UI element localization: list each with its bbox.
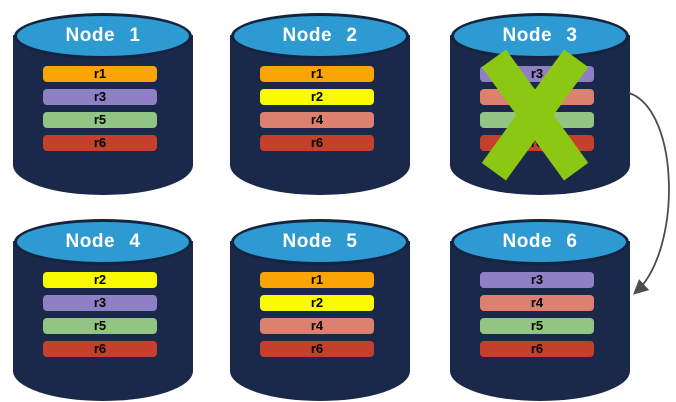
replica-label: r2: [310, 295, 324, 310]
replica-label: r1: [310, 66, 324, 81]
replica-label: r6: [93, 341, 107, 356]
replica-label: r2: [93, 272, 107, 287]
replica-label: r4: [310, 318, 324, 333]
replica-label: r3: [93, 295, 107, 310]
node-3-cylinder-top: Node 3: [451, 13, 629, 59]
replica-bar: r5: [480, 318, 594, 334]
replica-label: r3: [93, 89, 107, 104]
replica-bar: r5: [43, 112, 157, 128]
replica-label: r6: [310, 135, 324, 150]
replica-label: r5: [530, 318, 544, 333]
node-4-replica-list: r2 r3 r5 r6: [43, 272, 157, 364]
replica-bar: r6: [43, 135, 157, 151]
replica-label: r6: [530, 341, 544, 356]
node-6-replica-list: r3 r4 r5 r6: [480, 272, 594, 364]
replica-bar: r6: [43, 341, 157, 357]
replica-label: r5: [93, 112, 107, 127]
replica-bar: r1: [43, 66, 157, 82]
replica-label: r4: [530, 295, 544, 310]
replica-bar: r6: [260, 135, 374, 151]
node-2-cylinder-top: Node 2: [231, 13, 409, 59]
replica-label: r3: [530, 272, 544, 287]
node-1: Node 1 r1 r3 r5 r6: [13, 8, 193, 195]
node-6-title: Node 6: [502, 231, 578, 252]
replica-bar: r2: [43, 272, 157, 288]
replica-label: r1: [310, 272, 324, 287]
replica-label: r5: [93, 318, 107, 333]
replica-label: r2: [310, 89, 324, 104]
node-4: Node 4 r2 r3 r5 r6: [13, 214, 193, 401]
node-2: Node 2 r1 r2 r4 r6: [230, 8, 410, 195]
replica-bar: r1: [260, 66, 374, 82]
node-5-cylinder-top: Node 5: [231, 219, 409, 265]
node-4-cylinder-top: Node 4: [14, 219, 192, 265]
replica-label: r4: [310, 112, 324, 127]
node-6: Node 6 r3 r4 r5 r6: [450, 214, 630, 401]
node-2-replica-list: r1 r2 r4 r6: [260, 66, 374, 158]
replica-bar: r4: [480, 295, 594, 311]
node-3-title: Node 3: [502, 25, 578, 46]
replica-bar: r2: [260, 89, 374, 105]
node-5-replica-list: r1 r2 r4 r6: [260, 272, 374, 364]
node-1-cylinder-top: Node 1: [14, 13, 192, 59]
node-4-title: Node 4: [65, 231, 141, 252]
node-5: Node 5 r1 r2 r4 r6: [230, 214, 410, 401]
replica-bar: r6: [260, 341, 374, 357]
replica-bar: r3: [43, 89, 157, 105]
node-6-cylinder-top: Node 6: [451, 219, 629, 265]
replica-label: r1: [93, 66, 107, 81]
replica-bar: r6: [480, 341, 594, 357]
failover-arrow-path: [628, 92, 670, 295]
replica-bar: r1: [260, 272, 374, 288]
replica-bar: r3: [43, 295, 157, 311]
replica-bar: r4: [260, 112, 374, 128]
replica-bar: r5: [43, 318, 157, 334]
node-2-title: Node 2: [282, 25, 358, 46]
replica-label: r6: [310, 341, 324, 356]
node-1-title: Node 1: [65, 25, 141, 46]
node-1-replica-list: r1 r3 r5 r6: [43, 66, 157, 158]
replica-bar: r2: [260, 295, 374, 311]
node-5-title: Node 5: [282, 231, 358, 252]
replica-bar: r4: [260, 318, 374, 334]
replica-bar: r3: [480, 272, 594, 288]
replica-label: r3: [530, 66, 544, 81]
replica-label: r6: [93, 135, 107, 150]
